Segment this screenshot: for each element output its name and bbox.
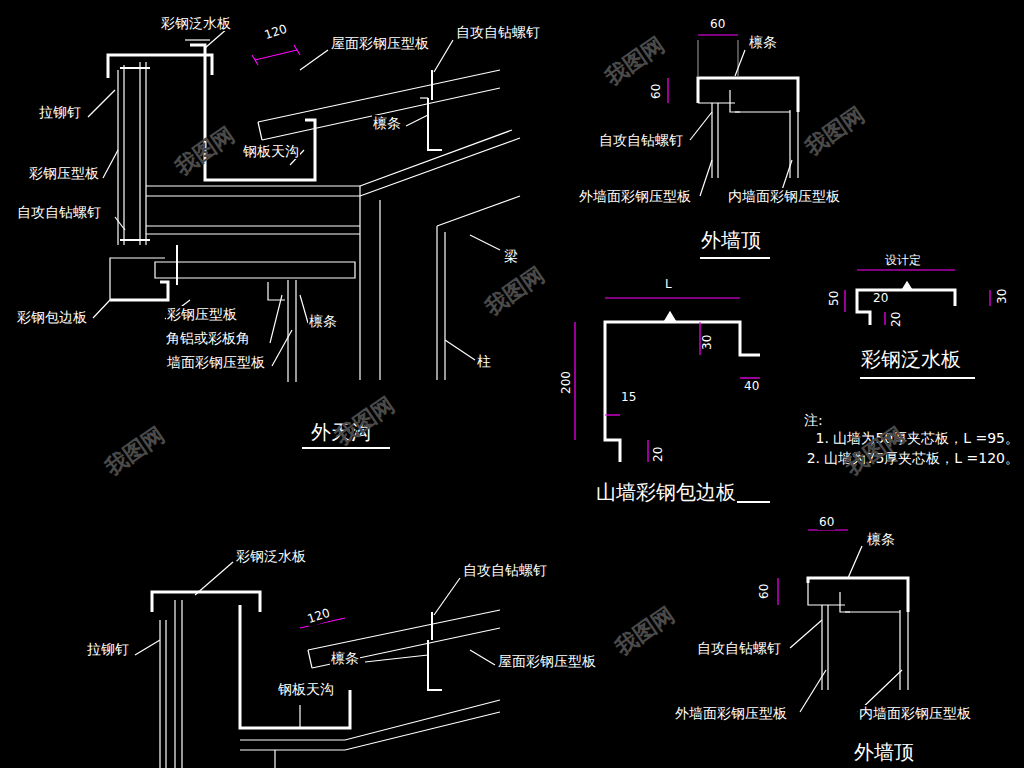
part-label: 彩钢压型板	[166, 306, 238, 322]
dimension-value: 20	[890, 311, 904, 328]
part-label: 墙面彩钢压型板	[166, 354, 266, 370]
dimension-value: 20	[652, 446, 666, 463]
dimension-value: 120	[262, 22, 290, 43]
dimension-value: 60	[709, 18, 726, 32]
part-label: 彩钢包边板	[16, 309, 88, 325]
part-label: 彩钢泛水板	[235, 548, 307, 564]
part-label: 外墙面彩钢压型板	[578, 188, 692, 204]
dimension-value: 60	[758, 583, 772, 600]
watermark: 我图网	[800, 101, 870, 161]
dimension-value: 60	[818, 516, 835, 530]
part-label: 自攻自钻螺钉	[462, 562, 548, 578]
part-label: 檩条	[748, 34, 778, 50]
dimension-value: 15	[620, 391, 637, 405]
part-label: 彩钢泛水板	[160, 15, 232, 31]
part-label: 檩条	[330, 650, 360, 666]
dimension-value: 40	[743, 380, 760, 394]
part-label: 自攻自钻螺钉	[696, 640, 782, 656]
part-label: 檩条	[308, 313, 338, 329]
part-label: 自攻自钻螺钉	[455, 24, 541, 40]
detail-title: 外墙顶	[700, 229, 762, 252]
dimension-value: L	[664, 278, 673, 292]
part-label: 2. 山墙为75厚夹芯板，L =120。	[806, 450, 1020, 466]
dimension-value: 200	[560, 370, 574, 395]
part-label: 彩钢压型板	[28, 165, 100, 181]
part-label: 檩条	[866, 531, 896, 547]
part-label: 梁	[503, 248, 519, 264]
part-label: 角铝或彩板角	[165, 330, 251, 346]
part-label: 自攻自钻螺钉	[16, 204, 102, 220]
dimension-value: 50	[828, 290, 842, 307]
part-label: 拉铆钉	[86, 641, 130, 657]
part-label: 注:	[803, 412, 824, 428]
watermark: 我图网	[610, 601, 680, 661]
part-label: 檩条	[372, 115, 402, 131]
detail-title: 彩钢泛水板	[860, 348, 962, 371]
part-label: 1. 山墙为50厚夹芯板，L =95。	[815, 430, 1020, 446]
dimension-value: 30	[996, 288, 1010, 305]
watermark: 我图网	[100, 421, 170, 481]
part-label: 屋面彩钢压型板	[497, 653, 597, 669]
part-label: 柱	[476, 353, 492, 369]
part-label: 拉铆钉	[38, 104, 82, 120]
part-label: 内墙面彩钢压型板	[727, 188, 841, 204]
detail-title: 外墙顶	[853, 741, 915, 764]
part-label: 钢板天沟	[277, 681, 335, 697]
dimension-value: 30	[701, 334, 715, 351]
part-label: 内墙面彩钢压型板	[858, 705, 972, 721]
dimension-value: 设计定	[884, 254, 922, 268]
part-label: 外墙面彩钢压型板	[674, 705, 788, 721]
detail-title: 山墙彩钢包边板	[595, 481, 737, 504]
dimension-value: 60	[650, 83, 664, 100]
part-label: 自攻自钻螺钉	[598, 132, 684, 148]
part-label: 钢板天沟	[242, 143, 300, 159]
dimension-value: 20	[872, 292, 889, 306]
part-label: 屋面彩钢压型板	[330, 35, 430, 51]
watermark: 我图网	[480, 261, 550, 321]
